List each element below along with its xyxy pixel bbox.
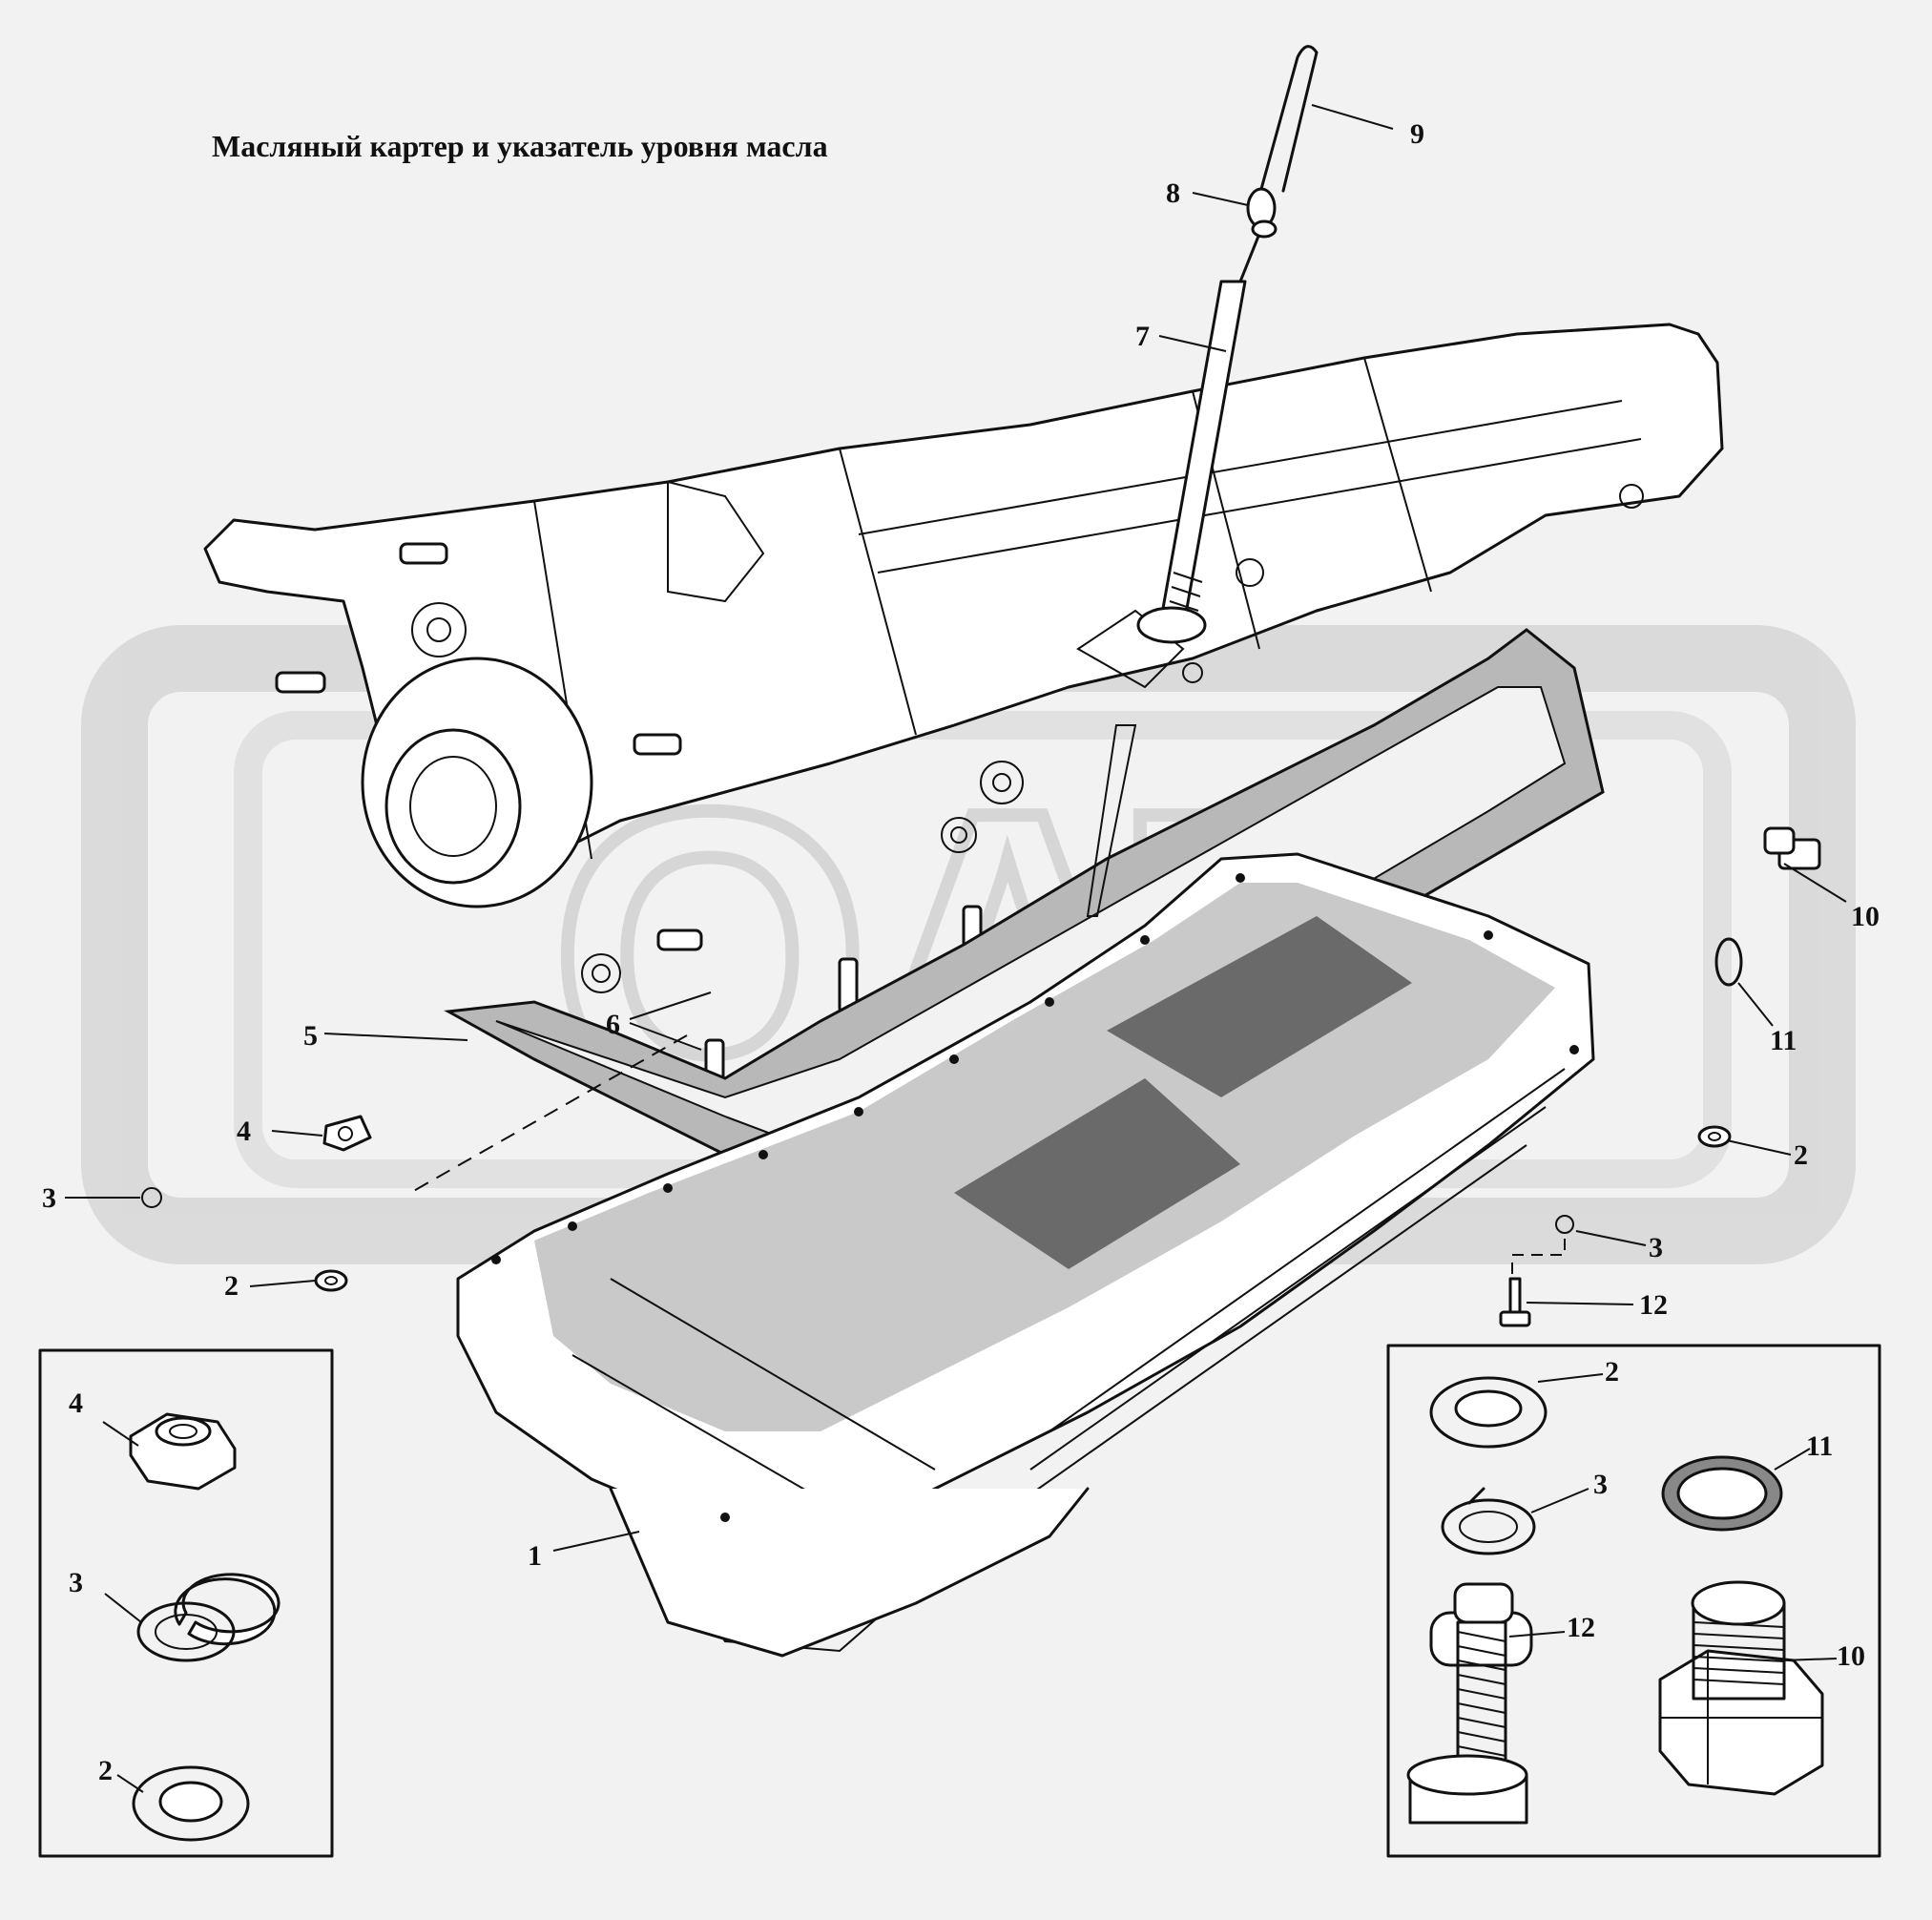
lock-washer-3-left xyxy=(141,1187,162,1208)
nut-4-detail xyxy=(129,1412,237,1491)
sealing-ring-11-small xyxy=(1714,937,1743,987)
transmission-housing xyxy=(203,323,1724,1099)
callout-2-left: 2 xyxy=(224,1270,239,1302)
callout-4-exploded: 4 xyxy=(237,1116,251,1147)
callout-1: 1 xyxy=(528,1540,542,1572)
callout-6: 6 xyxy=(606,1009,620,1040)
exploded-fasteners xyxy=(141,826,1821,1327)
callout-12-exploded: 12 xyxy=(1639,1289,1668,1321)
bolt-12-small xyxy=(1499,1277,1531,1327)
callout-10-inset: 10 xyxy=(1837,1640,1865,1672)
callout-5: 5 xyxy=(303,1020,318,1052)
callout-3-inset-right: 3 xyxy=(1593,1469,1608,1500)
callout-9: 9 xyxy=(1410,118,1424,150)
callout-3-left: 3 xyxy=(42,1182,56,1214)
washer-2-left xyxy=(314,1269,348,1292)
washer-2-detail xyxy=(132,1765,250,1842)
callout-4-inset: 4 xyxy=(69,1388,83,1419)
callout-11-exploded: 11 xyxy=(1770,1025,1797,1056)
callout-2-right: 2 xyxy=(1794,1139,1808,1171)
callout-8: 8 xyxy=(1166,177,1180,209)
callout-7: 7 xyxy=(1135,321,1150,352)
washer-2-right xyxy=(1697,1125,1732,1148)
lock-washer-3-detail xyxy=(136,1573,280,1662)
callout-10-exploded: 10 xyxy=(1851,901,1880,932)
callout-3-inset-left: 3 xyxy=(69,1567,83,1598)
lock-washer-3-detail-right xyxy=(1441,1487,1536,1555)
drain-plug-10-small xyxy=(1763,826,1821,870)
washer-2-detail-right xyxy=(1429,1376,1548,1449)
oil-pan xyxy=(456,852,1595,1658)
inset-left xyxy=(38,1348,334,1858)
nut-4-exploded xyxy=(322,1115,372,1152)
callout-2-inset-right: 2 xyxy=(1605,1356,1619,1388)
bolt-12-detail xyxy=(1406,1582,1533,1825)
lock-washer-3-right xyxy=(1555,1215,1574,1234)
callout-labels: 9 8 7 5 6 4 3 2 1 10 11 2 3 12 4 3 2 2 3… xyxy=(42,118,1880,1786)
callout-3-right: 3 xyxy=(1649,1232,1663,1263)
diagram-title: Масляный картер и указатель уровня масла xyxy=(212,129,828,163)
sealing-ring-11-detail xyxy=(1661,1455,1783,1532)
leader-lines xyxy=(65,104,1847,1793)
callout-12-inset: 12 xyxy=(1567,1612,1595,1643)
callout-2-inset-left: 2 xyxy=(98,1755,113,1786)
inset-right xyxy=(1386,1344,1881,1858)
drain-plug-10-detail xyxy=(1658,1580,1824,1796)
dipstick-assembly xyxy=(1086,45,1319,917)
callout-11-inset: 11 xyxy=(1806,1430,1833,1462)
